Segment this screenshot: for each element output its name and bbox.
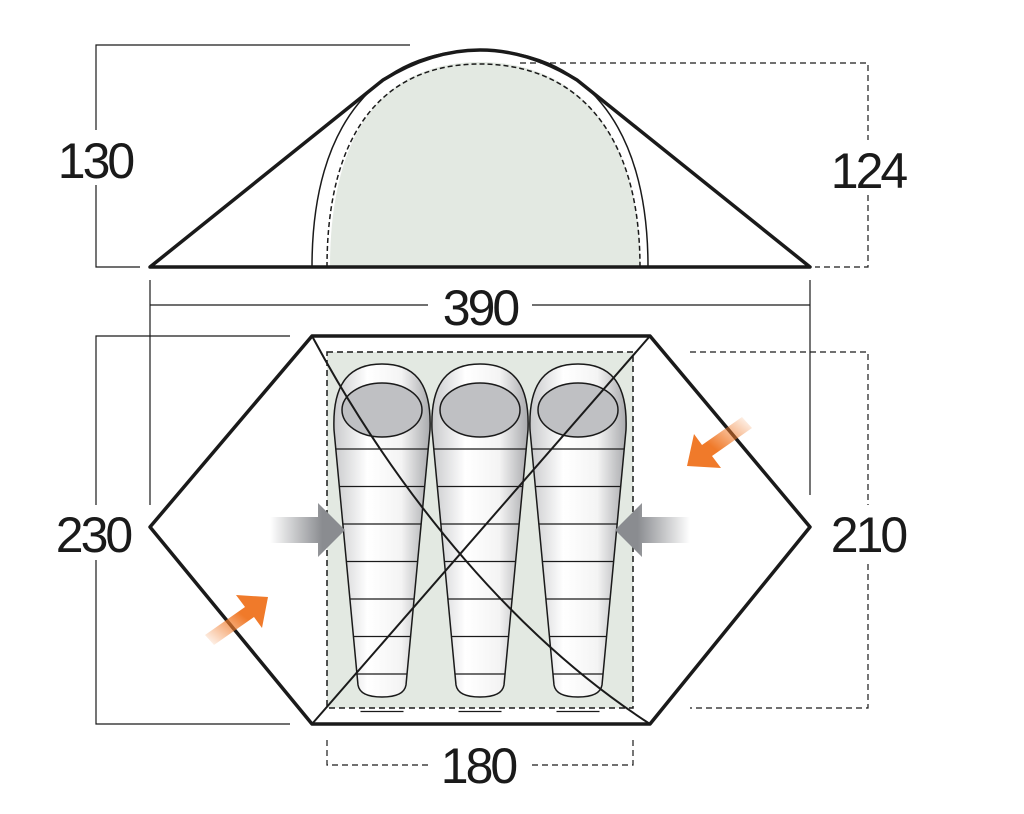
ventilation-arrow-icon	[687, 417, 752, 468]
sleeping-bag	[333, 363, 431, 713]
height-inner-label: 124	[831, 143, 908, 199]
length-label: 390	[443, 280, 519, 336]
floor-plan	[95, 334, 869, 766]
door-arrow-icon	[615, 503, 690, 557]
door-arrow-icon	[270, 503, 345, 557]
height-outer-label: 130	[58, 133, 134, 189]
hood	[439, 382, 521, 438]
hood	[537, 382, 619, 438]
width-inner-label: 210	[831, 507, 907, 563]
hood	[341, 382, 423, 438]
ventilation-arrow-icon	[205, 595, 268, 645]
sleeping-bags	[333, 363, 627, 713]
width-outer-label: 230	[56, 507, 132, 563]
inner-length-label: 180	[441, 738, 517, 794]
